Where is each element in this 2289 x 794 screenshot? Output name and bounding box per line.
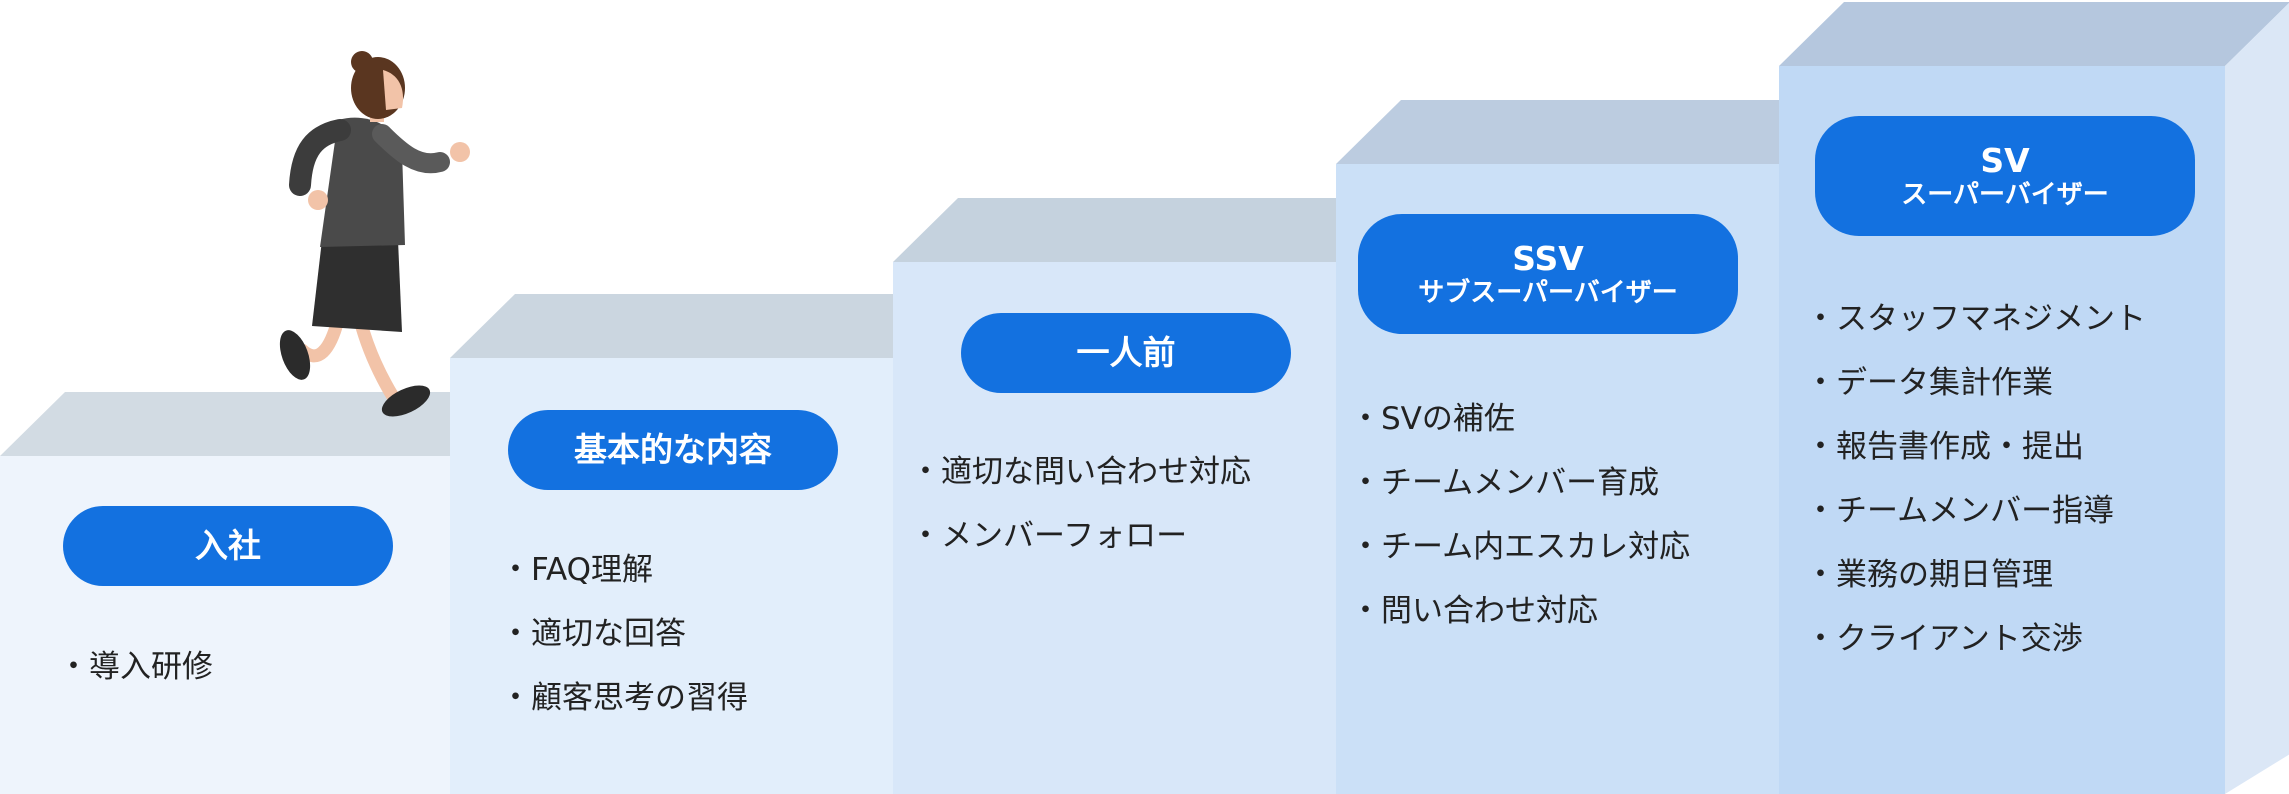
step-top-5 xyxy=(1779,2,2289,66)
step-items-3: 適切な問い合わせ対応メンバーフォロー xyxy=(910,440,1251,568)
list-item: スタッフマネジメント xyxy=(1805,287,2146,351)
step-top-4 xyxy=(1336,100,1779,164)
step-top-1 xyxy=(0,392,450,456)
list-item: チームメンバー指導 xyxy=(1805,479,2146,543)
step-items-1: 導入研修 xyxy=(58,635,213,699)
list-item: 適切な問い合わせ対応 xyxy=(910,440,1251,504)
step-side-face xyxy=(2225,2,2289,794)
step-badge-1: 入社 xyxy=(63,506,393,586)
list-item: SVの補佐 xyxy=(1350,387,1690,451)
list-item: データ集計作業 xyxy=(1805,351,2146,415)
list-item: チームメンバー育成 xyxy=(1350,451,1690,515)
step-items-5: スタッフマネジメントデータ集計作業報告書作成・提出チームメンバー指導業務の期日管… xyxy=(1805,287,2146,671)
step-title: 入社 xyxy=(195,526,261,566)
running-woman-illustration xyxy=(279,51,470,417)
list-item: FAQ理解 xyxy=(500,538,748,602)
list-item: 報告書作成・提出 xyxy=(1805,415,2146,479)
list-item: 問い合わせ対応 xyxy=(1350,579,1690,643)
list-item: 顧客思考の習得 xyxy=(500,666,748,730)
step-subtitle: スーパーバイザー xyxy=(1901,180,2109,211)
step-title: SV xyxy=(1980,140,2030,180)
step-badge-3: 一人前 xyxy=(961,313,1291,393)
step-items-4: SVの補佐チームメンバー育成チーム内エスカレ対応問い合わせ対応 xyxy=(1350,387,1690,643)
list-item: メンバーフォロー xyxy=(910,504,1251,568)
list-item: チーム内エスカレ対応 xyxy=(1350,515,1690,579)
list-item: 導入研修 xyxy=(58,635,213,699)
step-title: 基本的な内容 xyxy=(574,430,772,470)
list-item: 適切な回答 xyxy=(500,602,748,666)
step-subtitle: サブスーパーバイザー xyxy=(1418,278,1678,309)
step-title: SSV xyxy=(1512,238,1584,278)
step-items-2: FAQ理解適切な回答顧客思考の習得 xyxy=(500,538,748,730)
list-item: 業務の期日管理 xyxy=(1805,543,2146,607)
list-item: クライアント交渉 xyxy=(1805,607,2146,671)
step-top-3 xyxy=(893,198,1336,262)
step-badge-2: 基本的な内容 xyxy=(508,410,838,490)
step-title: 一人前 xyxy=(1076,333,1176,373)
step-top-2 xyxy=(450,294,893,358)
